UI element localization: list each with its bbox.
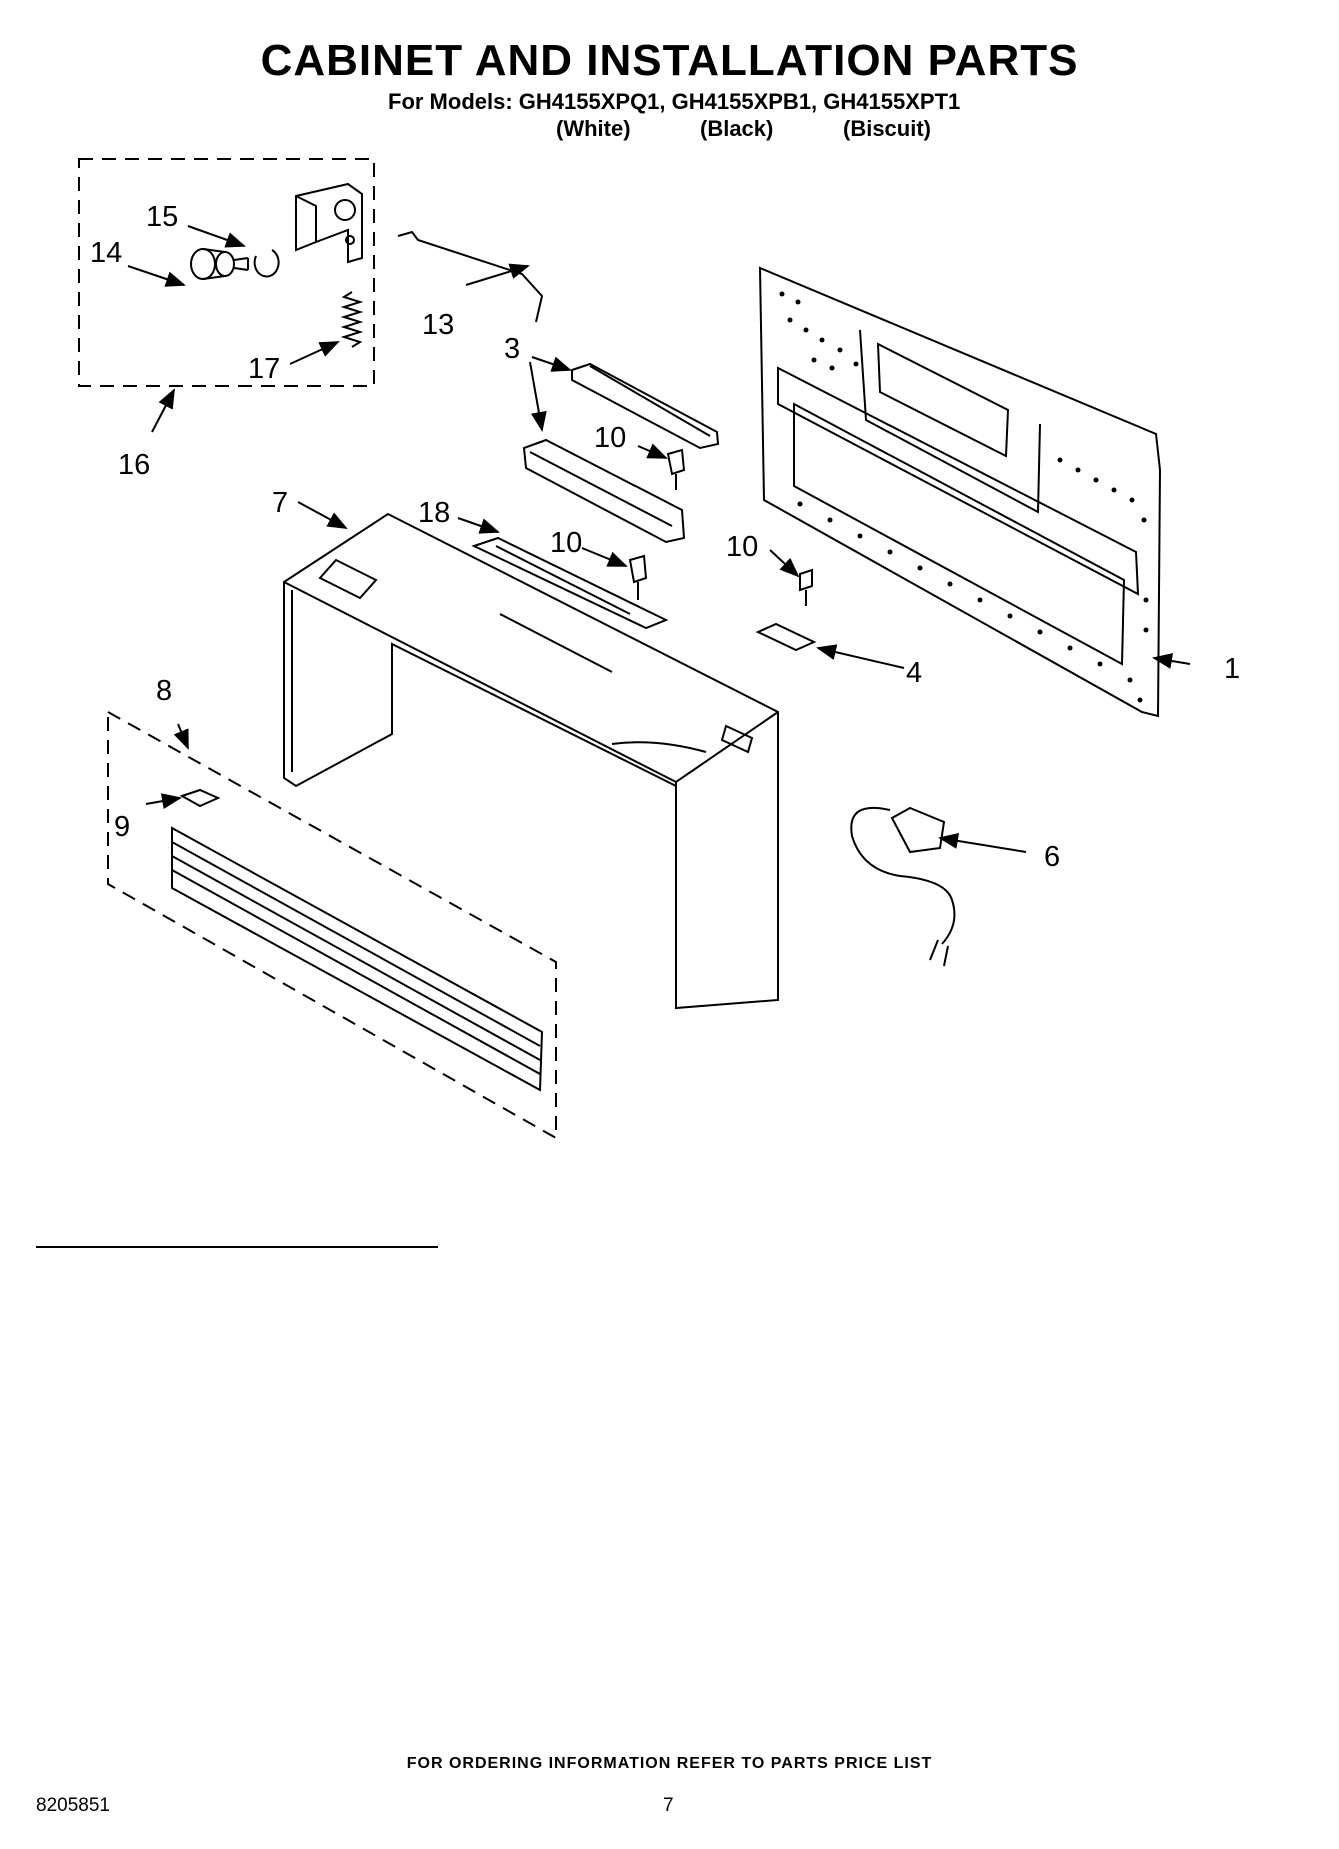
- callout-1: 1: [1224, 653, 1240, 685]
- page-title: CABINET AND INSTALLATION PARTS: [260, 36, 1079, 85]
- callout-4: 4: [906, 657, 922, 689]
- mounting-plate-part-1: [758, 266, 1162, 718]
- hinge-bracket-part: [295, 182, 363, 264]
- assembly-16-box: [78, 158, 375, 387]
- power-cord-part-6: [850, 806, 956, 967]
- callout-6: 6: [1044, 841, 1060, 873]
- variant-white: (White): [556, 116, 631, 141]
- ordering-note: FOR ORDERING INFORMATION REFER TO PARTS …: [406, 1755, 933, 1772]
- knob-part-14: [190, 248, 249, 280]
- clip-part-9: [179, 788, 221, 808]
- callout-18: 18: [418, 497, 450, 529]
- callout-13: 13: [422, 309, 454, 341]
- callout-10-right: 10: [726, 531, 758, 563]
- divider-rule: [36, 1246, 438, 1248]
- variant-black: (Black): [700, 116, 774, 141]
- screw-part-10-middle: [628, 554, 648, 600]
- rod-part-13: [397, 230, 544, 323]
- document-number: 8205851: [36, 1795, 110, 1816]
- callout-7: 7: [272, 487, 288, 519]
- page-number: 7: [663, 1795, 674, 1816]
- callout-14: 14: [90, 237, 122, 269]
- bracket-part-3-upper: [571, 362, 720, 450]
- callout-15: 15: [146, 201, 178, 233]
- callout-17: 17: [248, 353, 280, 385]
- callout-10-top: 10: [594, 422, 626, 454]
- clip-part-15: [253, 249, 280, 278]
- callout-3: 3: [504, 333, 520, 365]
- screw-part-10-right: [799, 568, 813, 606]
- callout-9: 9: [114, 811, 130, 843]
- grille-part-8: [171, 826, 544, 1092]
- bracket-part-3-lower: [522, 438, 686, 544]
- cabinet-part-7: [283, 512, 779, 1010]
- callout-10-middle: 10: [550, 527, 582, 559]
- mounting-plate-holes: [779, 291, 1149, 703]
- callout-16: 16: [118, 449, 150, 481]
- leader-lines: [127, 225, 1191, 853]
- screw-part-10-top: [666, 448, 686, 490]
- plate-part-18: [471, 536, 669, 630]
- callout-8: 8: [156, 675, 172, 707]
- plate-part-4: [755, 622, 817, 652]
- spring-part-17: [340, 291, 364, 348]
- variant-biscuit: (Biscuit): [843, 116, 931, 141]
- models-line: For Models: GH4155XPQ1, GH4155XPB1, GH41…: [388, 89, 961, 114]
